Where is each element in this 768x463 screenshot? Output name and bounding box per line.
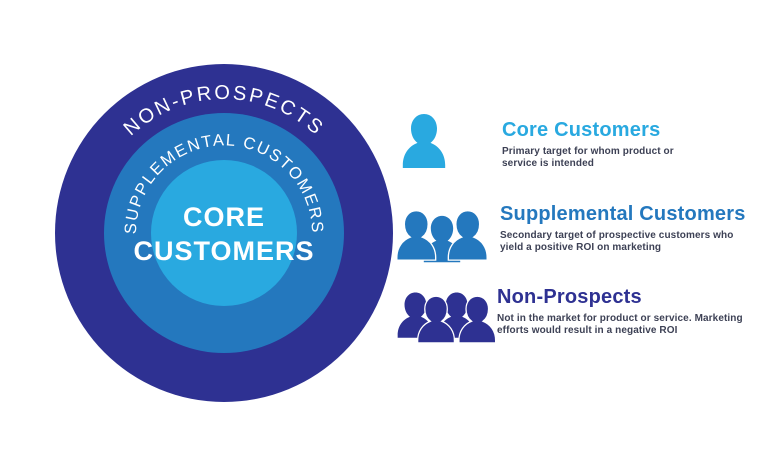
legend-item-core-customers: Core Customers Primary target for whom p… [398, 112, 768, 175]
core-label-line1: CORE [183, 202, 265, 232]
legend-description-line: yield a positive ROI on marketing [500, 242, 662, 253]
core-label-line2: CUSTOMERS [133, 236, 314, 266]
legend-description: Primary target for whom product or servi… [502, 146, 674, 170]
legend-text-box: Supplemental Customers Secondary target … [500, 203, 746, 254]
legend-description-line: service is intended [502, 158, 594, 169]
legend-title-core-customers: Core Customers [502, 119, 661, 141]
concentric-circles-diagram: NON-PROSPECTS SUPPLEMENTAL CUSTOMERS COR… [55, 64, 393, 402]
legend-title-supplemental-customers: Supplemental Customers [500, 203, 746, 225]
legend-description: Secondary target of prospective customer… [500, 230, 746, 254]
legend-text-box: Non-Prospects Not in the market for prod… [497, 286, 743, 337]
legend-icon-box [396, 206, 500, 268]
core-customers-circle [151, 160, 297, 306]
legend-title-non-prospects: Non-Prospects [497, 286, 642, 308]
single-person-icon [402, 114, 446, 168]
legend-description-line: efforts would result in a negative ROI [497, 325, 678, 336]
legend-text-box: Core Customers Primary target for whom p… [502, 119, 674, 170]
four-people-icon [397, 292, 497, 344]
three-people-icon [396, 210, 488, 263]
legend-icon-box [398, 112, 502, 175]
legend-icon-box [393, 288, 497, 349]
legend-description-line: Primary target for whom product or [502, 146, 674, 157]
legend-description: Not in the market for product or service… [497, 313, 743, 337]
legend-item-supplemental-customers: Supplemental Customers Secondary target … [396, 203, 768, 268]
legend-item-non-prospects: Non-Prospects Not in the market for prod… [393, 286, 765, 349]
legend-description-line: Not in the market for product or service… [497, 313, 743, 324]
legend-description-line: Secondary target of prospective customer… [500, 230, 734, 241]
